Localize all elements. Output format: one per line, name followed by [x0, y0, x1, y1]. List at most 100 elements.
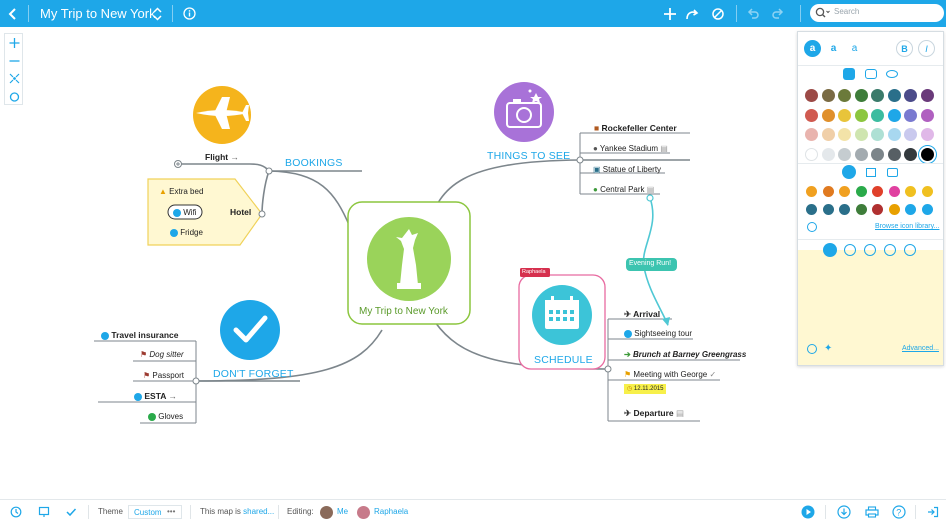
info-icon[interactable] — [181, 0, 197, 27]
image-tab-icon[interactable] — [866, 168, 876, 177]
clear-icon[interactable] — [807, 222, 817, 232]
color-swatch[interactable] — [805, 147, 818, 161]
color-swatch[interactable] — [887, 108, 901, 122]
color-swatch[interactable] — [854, 147, 868, 161]
brunch-topic[interactable]: ➔ Brunch at Barney Greengrass — [624, 350, 747, 359]
delete-icon[interactable] — [710, 0, 726, 27]
color-swatch[interactable] — [871, 89, 884, 102]
color-swatch[interactable] — [838, 128, 851, 141]
color-swatch[interactable] — [887, 89, 901, 102]
marker-icon[interactable] — [855, 186, 867, 197]
color-swatch[interactable] — [838, 89, 851, 102]
color-swatch[interactable] — [887, 147, 901, 161]
esta-topic[interactable]: ESTA → — [134, 391, 177, 401]
marker-icon[interactable] — [806, 186, 817, 197]
color-swatch[interactable] — [838, 108, 851, 122]
theme-more-icon[interactable]: ••• — [167, 507, 176, 516]
notes-tab-icon[interactable] — [823, 243, 837, 257]
dog-sitter-topic[interactable]: ⚑ Dog sitter — [140, 350, 184, 359]
marker-icon[interactable] — [855, 204, 867, 215]
color-swatch[interactable] — [920, 128, 934, 141]
magic-wand-icon[interactable]: ✦ — [824, 343, 833, 354]
marker-icon[interactable] — [822, 204, 834, 215]
color-swatch[interactable] — [920, 147, 934, 161]
back-icon[interactable] — [2, 0, 24, 27]
marker-icon[interactable] — [905, 204, 916, 215]
color-swatch[interactable] — [887, 128, 901, 141]
color-swatch[interactable] — [805, 108, 818, 122]
marker-icon[interactable] — [921, 204, 933, 215]
color-swatch[interactable] — [838, 147, 851, 161]
italic-button[interactable]: I — [918, 40, 935, 57]
color-swatch[interactable] — [821, 128, 835, 141]
meeting-topic[interactable]: ⚑ Meeting with George ✓ — [624, 370, 717, 379]
avatar-me[interactable] — [320, 506, 333, 519]
gloves-topic[interactable]: Gloves — [148, 412, 183, 421]
bookings-label[interactable]: BOOKINGS — [285, 157, 343, 169]
marker-icon[interactable] — [839, 204, 850, 215]
things-to-see-label[interactable]: THINGS TO SEE — [487, 150, 571, 162]
attach-tab-icon[interactable] — [884, 244, 896, 256]
center-map-icon[interactable] — [9, 92, 20, 102]
undo-icon[interactable] — [745, 0, 761, 27]
print-icon[interactable] — [864, 504, 880, 520]
advanced-link[interactable]: Advanced... — [902, 345, 939, 352]
color-swatch[interactable] — [805, 128, 818, 141]
marker-icon[interactable] — [888, 186, 900, 197]
task-tab-icon[interactable] — [904, 244, 916, 256]
marker-icon[interactable] — [921, 186, 933, 197]
marker-icon[interactable] — [806, 204, 817, 215]
theme-selector[interactable]: Custom ••• — [128, 505, 182, 519]
meeting-date[interactable]: ◷ 12.11.2015 — [627, 386, 664, 392]
hotel-callout[interactable] — [147, 178, 263, 246]
dont-forget-label[interactable]: DON'T FORGET — [213, 368, 294, 380]
bold-button[interactable]: B — [896, 40, 913, 57]
shared-link[interactable]: shared... — [243, 507, 275, 516]
color-swatch[interactable] — [821, 108, 835, 122]
map-title[interactable]: My Trip to New York — [40, 6, 156, 21]
exit-icon[interactable] — [925, 504, 941, 520]
video-tab-icon[interactable] — [887, 168, 898, 177]
browse-icon-library-link[interactable]: Browse icon library... — [875, 223, 940, 230]
extra-bed-topic[interactable]: ▲ Extra bed — [159, 187, 204, 196]
connect-icon[interactable] — [684, 0, 700, 27]
sightseeing-topic[interactable]: Sightseeing tour — [624, 329, 692, 338]
title-dropdown-icon[interactable] — [151, 0, 163, 27]
marker-icon[interactable] — [888, 204, 900, 215]
departure-topic[interactable]: ✈ Departure ▤ — [624, 408, 685, 418]
color-swatch[interactable] — [854, 108, 868, 122]
play-icon[interactable] — [800, 504, 816, 520]
font-style-1-button[interactable]: a — [804, 40, 821, 57]
text-color-icon[interactable] — [865, 69, 877, 79]
passport-topic[interactable]: ⚑ Passport — [143, 371, 184, 380]
tasks-check-icon[interactable] — [63, 504, 79, 520]
font-style-2-button[interactable]: a — [825, 40, 842, 57]
fill-color-icon[interactable] — [843, 68, 855, 80]
color-swatch[interactable] — [854, 89, 868, 102]
redo-icon[interactable] — [770, 0, 786, 27]
arrival-topic[interactable]: ✈ Arrival — [624, 309, 661, 319]
hotel-topic[interactable]: Hotel — [230, 207, 252, 217]
fit-map-icon[interactable] — [9, 73, 20, 84]
color-swatch[interactable] — [904, 128, 917, 141]
color-swatch[interactable] — [871, 147, 884, 161]
add-topic-icon[interactable] — [662, 0, 678, 27]
color-swatch[interactable] — [920, 108, 934, 122]
link-tab-icon[interactable] — [864, 244, 876, 256]
statue-of-liberty-topic[interactable]: ▣ Statue of Liberty — [593, 165, 662, 174]
comments-tab-icon[interactable] — [844, 244, 856, 256]
color-swatch[interactable] — [904, 89, 917, 102]
search-input[interactable]: Search — [810, 4, 944, 22]
color-swatch[interactable] — [904, 147, 917, 161]
user-raphaela[interactable]: Raphaela — [374, 507, 409, 516]
marker-icon[interactable] — [872, 204, 883, 215]
wifi-topic[interactable]: Wifi — [173, 208, 197, 217]
help-icon[interactable]: ? — [891, 504, 907, 520]
marker-icon[interactable] — [839, 186, 850, 197]
color-swatch[interactable] — [821, 147, 835, 161]
mind-map-canvas[interactable]: My Trip to New York BOOKINGS THINGS TO S… — [0, 27, 946, 497]
color-swatch[interactable] — [871, 128, 884, 141]
color-swatch[interactable] — [821, 89, 835, 102]
clear-notes-icon[interactable] — [807, 344, 817, 354]
marker-icon[interactable] — [905, 186, 916, 197]
